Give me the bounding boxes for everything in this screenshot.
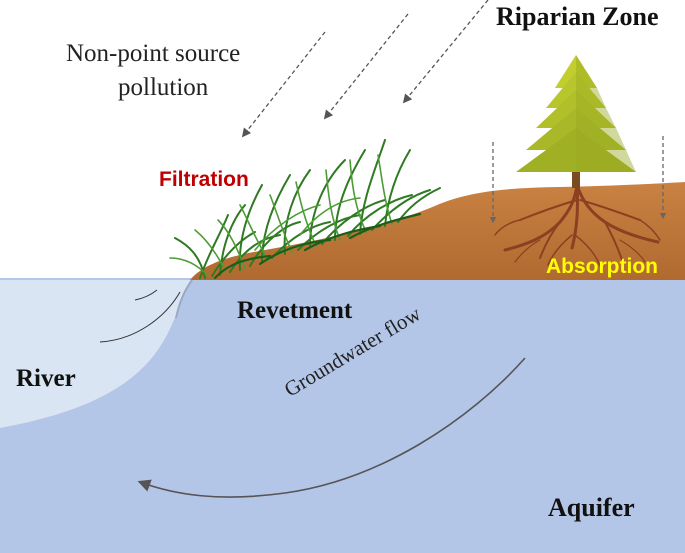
- revetment-edge: [175, 279, 193, 319]
- absorption-label: Absorption: [546, 255, 658, 278]
- river-wave-1: [134, 289, 158, 301]
- grass-icon: [169, 139, 441, 280]
- dashed-arrow-down-left-icon: [241, 31, 326, 138]
- dashed-arrow-down-left-icon: [323, 13, 409, 120]
- pollution-arrows: [241, 0, 489, 138]
- revetment-label: Revetment: [237, 297, 353, 324]
- river-wave-2: [99, 291, 181, 343]
- aquifer-label: Aquifer: [548, 493, 635, 522]
- dashed-arrow-down-left-icon: [402, 0, 489, 104]
- soil-bank: [190, 182, 685, 280]
- riparian-zone-label: Riparian Zone: [496, 2, 659, 31]
- curved-arrow-left-icon: [137, 357, 526, 498]
- river-water: [0, 280, 192, 428]
- filtration-label: Filtration: [159, 168, 249, 191]
- conifer-tree-icon: [516, 55, 636, 188]
- roots-icon: [494, 183, 661, 267]
- nps-label-line2: pollution: [118, 74, 209, 101]
- river-label: River: [16, 365, 76, 392]
- nps-label-line1: Non-point source: [66, 40, 241, 67]
